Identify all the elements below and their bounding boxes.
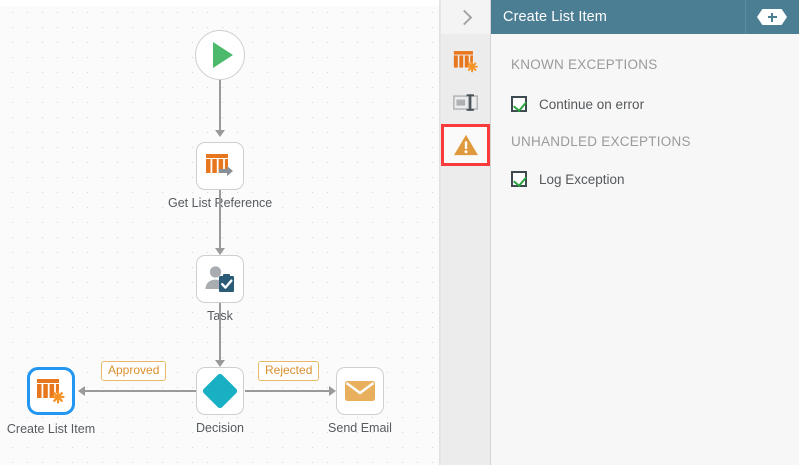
- option-label: Continue on error: [539, 96, 645, 112]
- connector-start-to-getlist: [219, 80, 221, 132]
- user-task-icon: [205, 266, 234, 292]
- node-label-create-list-item: Create List Item: [6, 422, 96, 436]
- header-divider: [745, 0, 746, 34]
- panel-title: Create List Item: [503, 9, 607, 25]
- add-button[interactable]: [757, 9, 787, 25]
- list-starburst-icon: [37, 379, 65, 404]
- list-starburst-icon: [453, 50, 478, 72]
- node-label-decision: Decision: [196, 421, 244, 435]
- arrowhead: [215, 360, 225, 367]
- input-field-icon: [452, 94, 478, 111]
- arrowhead: [215, 130, 225, 137]
- rail-item-exceptions[interactable]: [441, 124, 490, 166]
- arrowhead: [329, 386, 336, 396]
- node-label-send-email: Send Email: [328, 421, 392, 435]
- connector-getlist-to-task: [219, 190, 221, 252]
- checkbox-log-exception[interactable]: [511, 171, 527, 188]
- check-icon: [513, 97, 527, 113]
- edge-label-rejected: Rejected: [258, 361, 320, 381]
- node-box[interactable]: [336, 367, 384, 415]
- workflow-canvas[interactable]: Get List Reference Task: [0, 0, 440, 465]
- connector-task-to-decision: [219, 303, 221, 365]
- panel-body: KNOWN EXCEPTIONS Continue on error UNHAN…: [491, 34, 799, 465]
- section-heading-known-exceptions: KNOWN EXCEPTIONS: [511, 57, 658, 72]
- rail-item-properties[interactable]: [441, 82, 490, 124]
- check-icon: [513, 172, 527, 188]
- section-heading-unhandled-exceptions: UNHANDLED EXCEPTIONS: [511, 134, 691, 149]
- node-box[interactable]: [27, 367, 75, 415]
- option-log-exception[interactable]: Log Exception: [511, 171, 625, 188]
- diamond-icon: [201, 372, 239, 410]
- envelope-icon: [345, 381, 375, 401]
- chevron-right-icon: [456, 9, 472, 25]
- node-box[interactable]: [196, 255, 244, 303]
- option-continue-on-error[interactable]: Continue on error: [511, 96, 645, 113]
- list-arrow-icon: [206, 154, 233, 176]
- node-box[interactable]: [196, 367, 244, 415]
- connector-decision-to-email: [245, 390, 331, 392]
- node-box[interactable]: [196, 142, 244, 190]
- checkbox-continue-on-error[interactable]: [511, 96, 527, 113]
- collapse-panel-button[interactable]: [441, 0, 490, 34]
- properties-panel: Create List Item KNOWN EXCEPTIONS Contin…: [491, 0, 799, 465]
- tool-rail: [441, 0, 491, 465]
- arrowhead: [215, 248, 225, 255]
- node-start[interactable]: [195, 30, 245, 80]
- connector-decision-to-create: [84, 390, 196, 392]
- edge-label-approved: Approved: [101, 361, 167, 381]
- warning-triangle-icon: [453, 134, 478, 156]
- canvas-panel-divider: [440, 0, 441, 465]
- plus-icon: [767, 15, 777, 19]
- option-label: Log Exception: [539, 171, 625, 187]
- arrowhead: [78, 386, 85, 396]
- panel-header: Create List Item: [491, 0, 799, 34]
- rail-item-config[interactable]: [441, 40, 490, 82]
- play-icon: [212, 42, 233, 68]
